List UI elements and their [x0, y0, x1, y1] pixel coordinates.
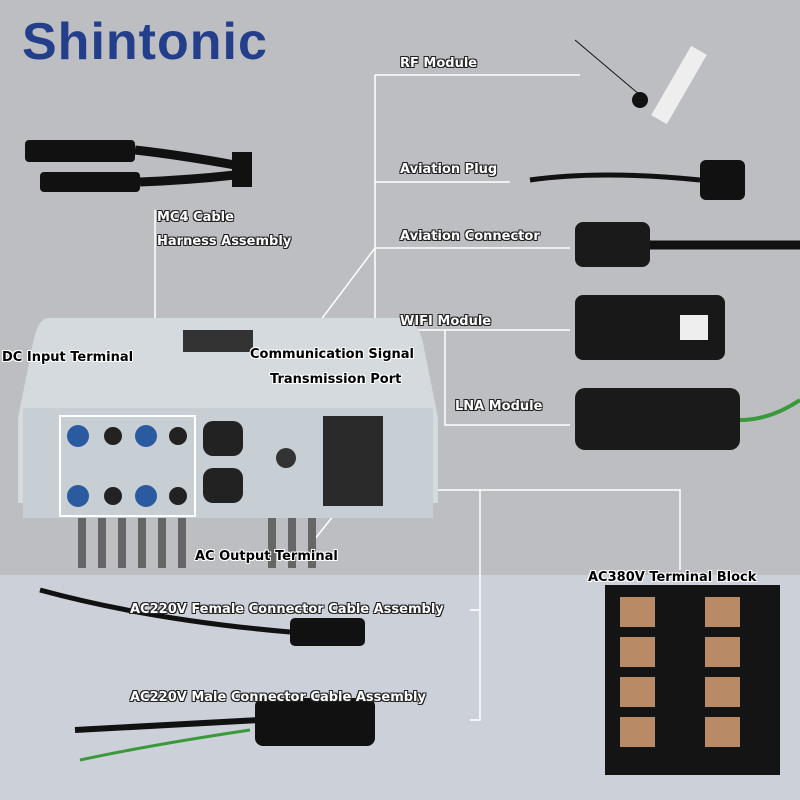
label-aviation-connector: Aviation Connector	[400, 229, 540, 244]
label-wifi-module: WIFI Module	[400, 314, 492, 329]
aviation-plug-image	[529, 160, 745, 200]
ac220-female-cable-image	[39, 587, 365, 646]
label-comm-line1: Communication Signal	[250, 347, 414, 362]
label-mc4-line2: Harness Assembly	[157, 234, 292, 249]
label-ac-output: AC Output Terminal	[195, 549, 338, 564]
label-ac220-male: AC220V Male Connector Cable Assembly	[130, 690, 426, 705]
aviation-connector-image	[575, 222, 800, 267]
label-comm-line2: Transmission Port	[270, 372, 402, 387]
brand-logo: Shintonic	[22, 13, 268, 71]
label-lna-module: LNA Module	[455, 399, 543, 414]
lna-module-image	[575, 388, 800, 450]
label-mc4-line1: MC4 Cable	[157, 210, 234, 225]
label-dc-input: DC Input Terminal	[2, 350, 134, 365]
inverter-image	[18, 318, 438, 568]
mc4-cable-image	[25, 140, 252, 192]
label-rf-module: RF Module	[400, 56, 478, 71]
label-aviation-plug: Aviation Plug	[400, 162, 498, 177]
label-ac220-female: AC220V Female Connector Cable Assembly	[130, 602, 444, 617]
rf-antenna-image	[574, 39, 707, 125]
label-ac380: AC380V Terminal Block	[588, 570, 757, 585]
terminal-block-image	[605, 585, 780, 775]
wifi-module-image	[575, 295, 725, 360]
ac220-male-cable-image	[74, 698, 375, 762]
